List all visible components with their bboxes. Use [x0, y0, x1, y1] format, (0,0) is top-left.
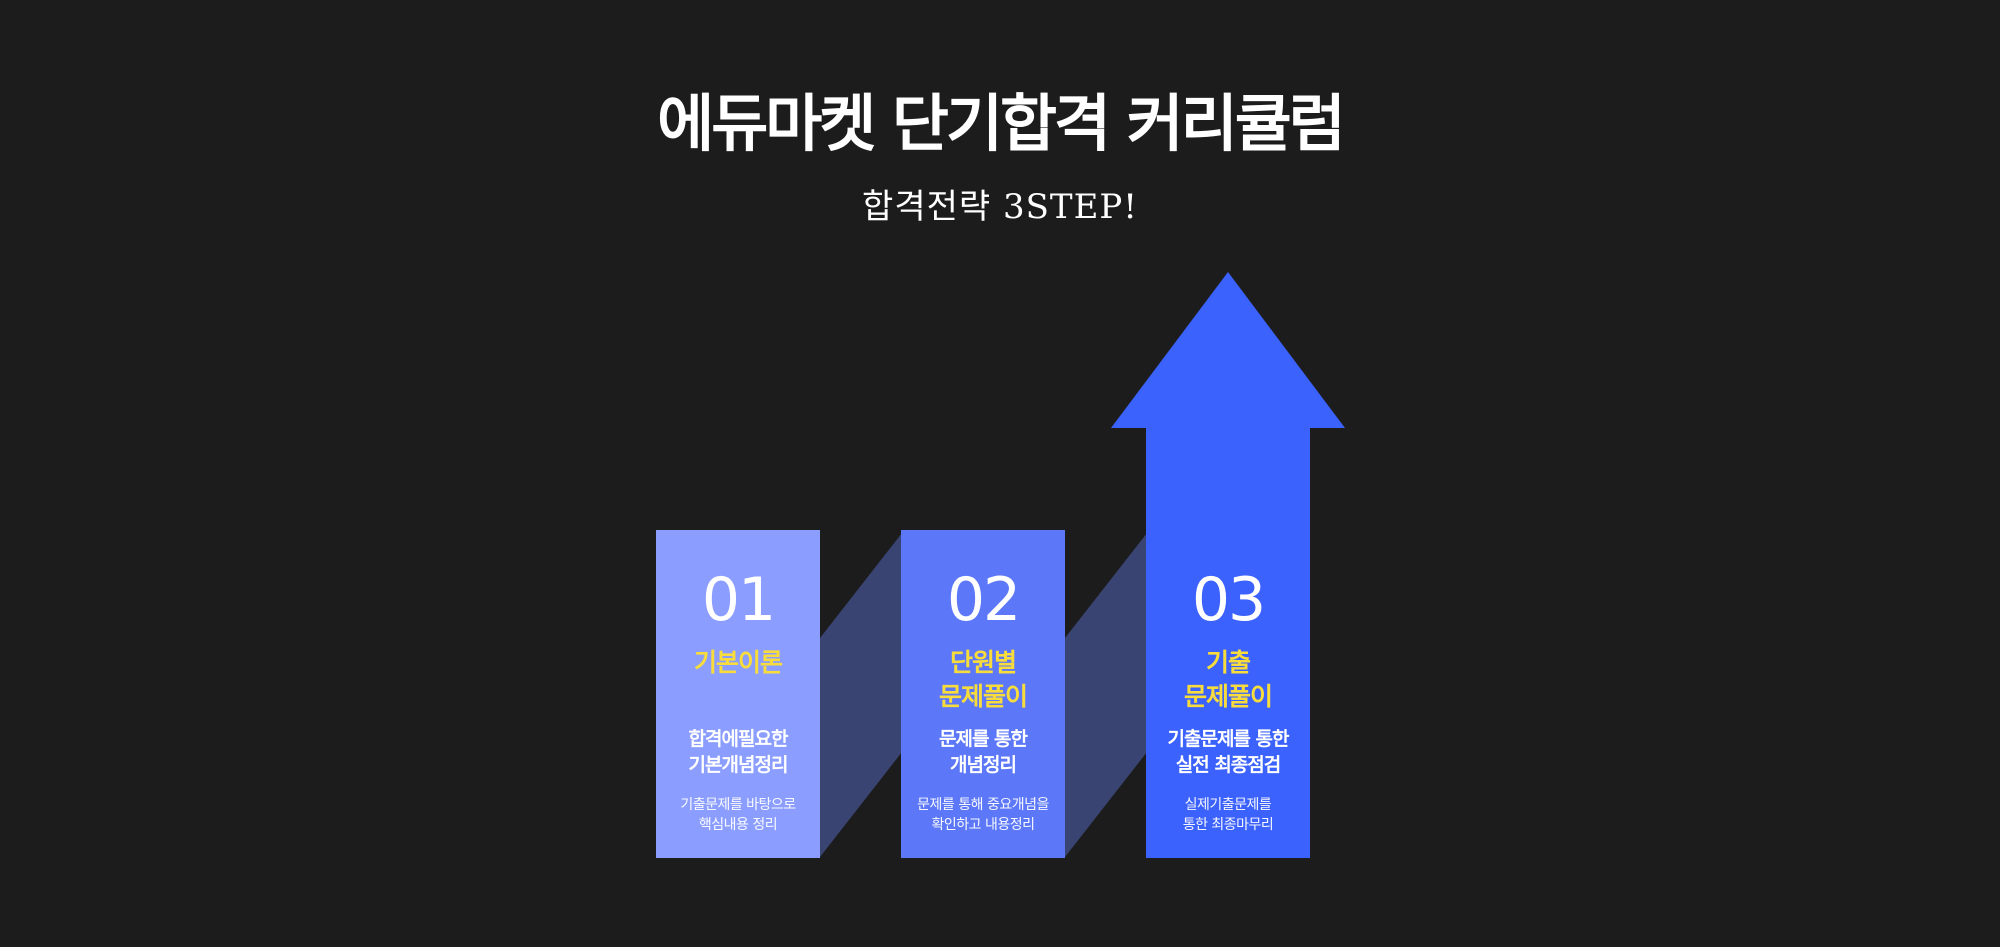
- step-1-number: 01: [701, 565, 776, 635]
- step-2-number: 02: [946, 565, 1021, 635]
- step-2-description: 문제를 통한 개념정리: [938, 728, 1028, 776]
- step-1-block: [656, 530, 820, 858]
- connector-1-2: [820, 533, 902, 857]
- step-3-title: 기출 문제풀이: [1183, 648, 1273, 711]
- step-2-detail: 문제를 통해 중요개념을 확인하고 내용정리: [917, 797, 1049, 833]
- step-3-detail: 실제기출문제를 통한 최종마무리: [1182, 797, 1274, 833]
- step-1-description: 합격에필요한 기본개념정리: [688, 728, 789, 776]
- step-2: 02 단원별 문제풀이 문제를 통한 개념정리 문제를 통해 중요개념을 확인하…: [901, 530, 1065, 858]
- step-2-block: [901, 530, 1065, 858]
- step-1-detail: 기출문제를 바탕으로 핵심내용 정리: [680, 797, 796, 833]
- page-subtitle: 합격전략 3STEP!: [862, 187, 1138, 227]
- step-3: 03 기출 문제풀이 기출문제를 통한 실전 최종점검 실제기출문제를 통한 최…: [1146, 530, 1310, 858]
- step-3-number: 03: [1191, 565, 1266, 635]
- step-3-description: 기출문제를 통한 실전 최종점검: [1167, 728, 1290, 776]
- page-title: 에듀마켓 단기합격 커리큘럼: [657, 87, 1346, 160]
- connector-2-3: [1065, 533, 1147, 857]
- step-1-title: 기본이론: [693, 648, 783, 677]
- step-3-arrow: [1111, 272, 1345, 858]
- step-2-title: 단원별 문제풀이: [938, 648, 1028, 711]
- step-1: 01 기본이론 합격에필요한 기본개념정리 기출문제를 바탕으로 핵심내용 정리: [656, 530, 820, 858]
